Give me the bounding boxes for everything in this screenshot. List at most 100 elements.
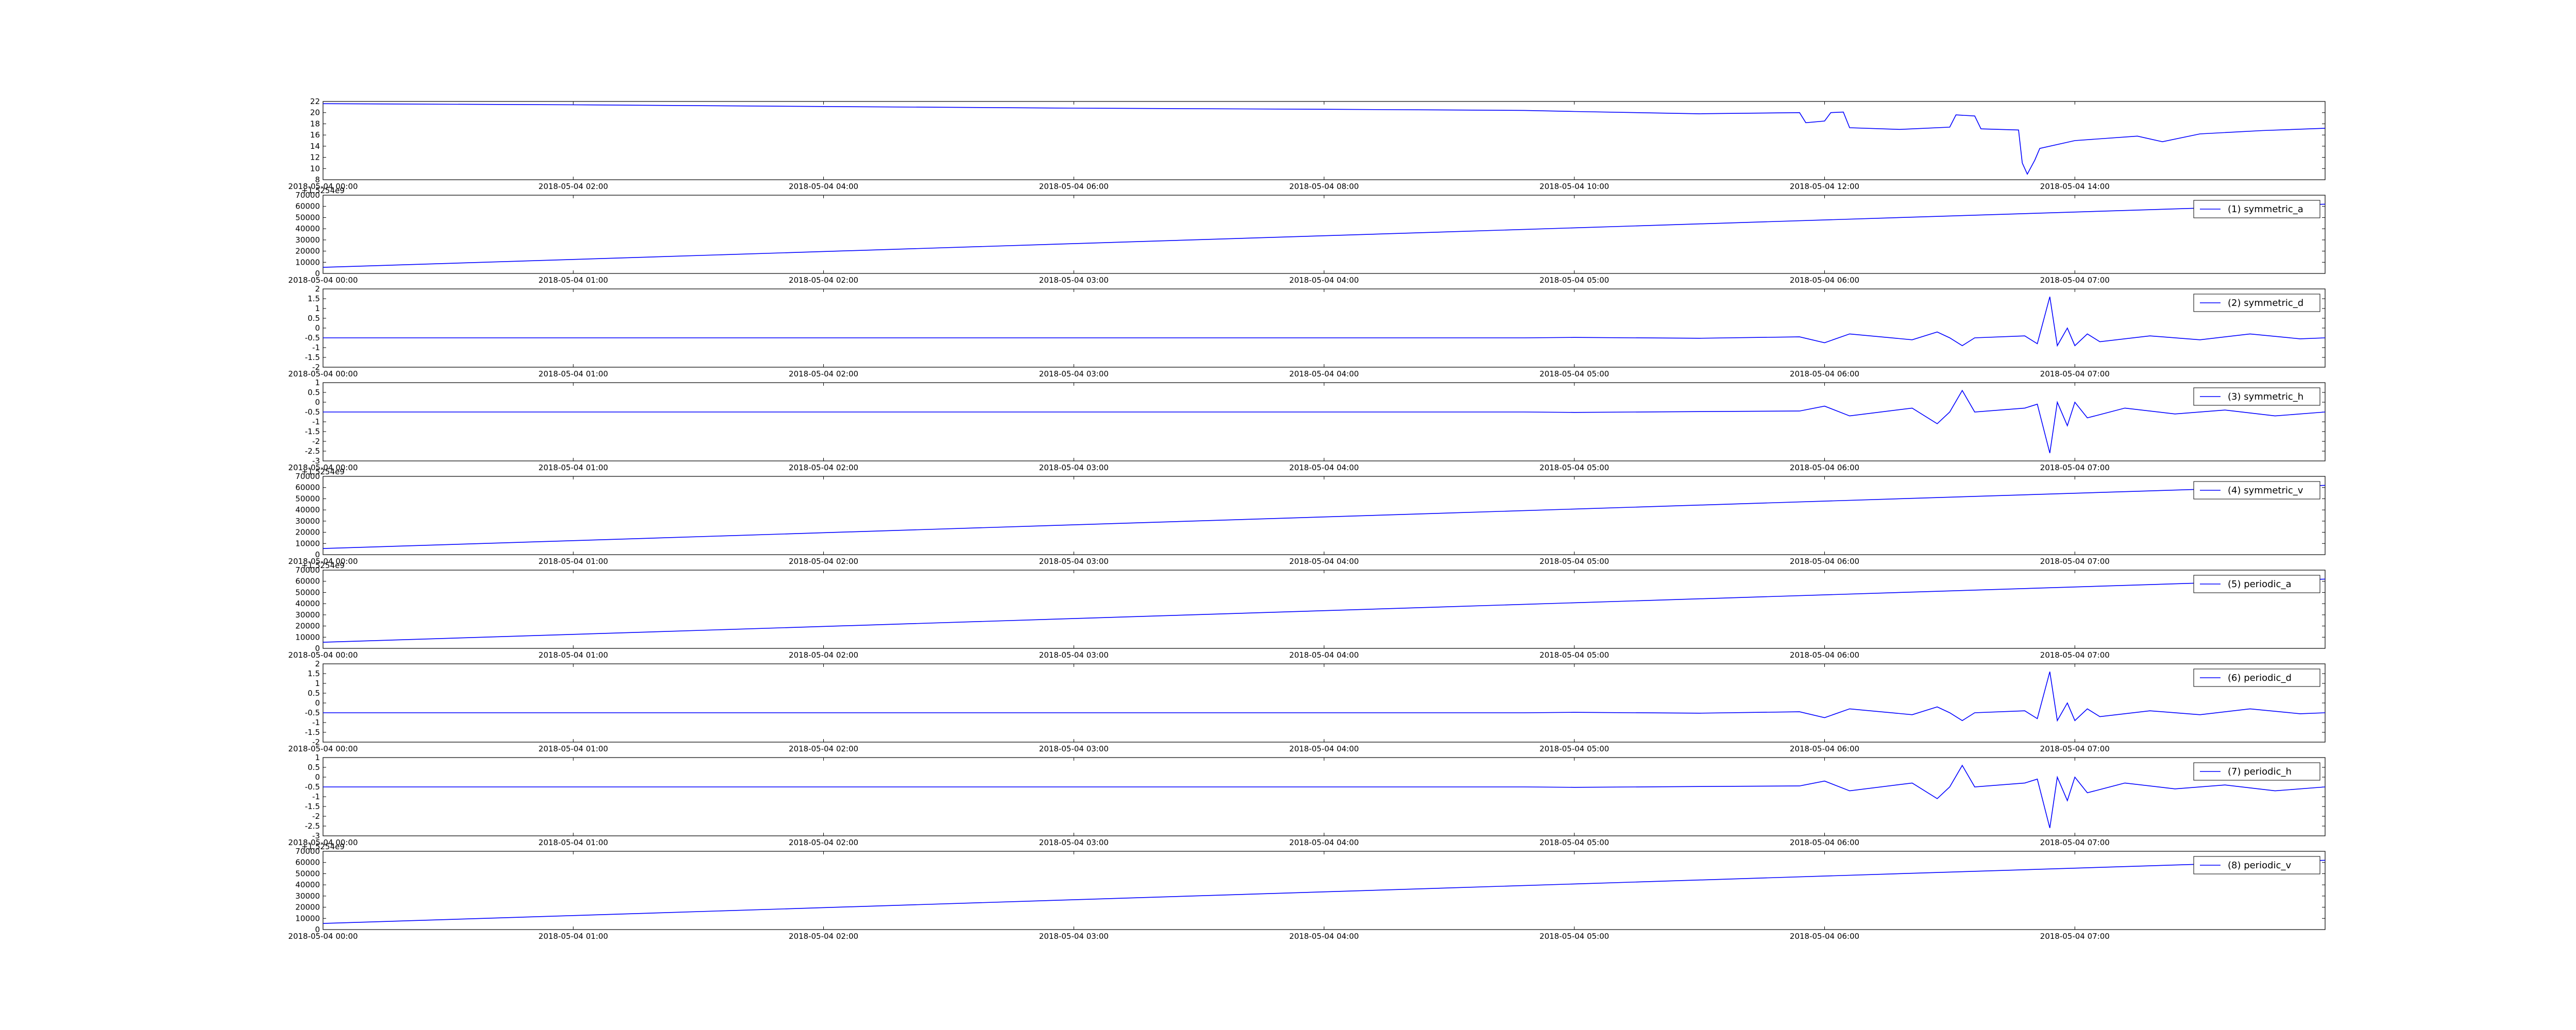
y-tick-label: 60000 [295, 577, 320, 586]
y-tick-label: 40000 [295, 505, 320, 514]
x-tick-label: 2018-05-04 06:00 [1790, 932, 1859, 941]
y-tick-label: 70000 [295, 847, 320, 856]
y-offset-label: +1.5254e9 [301, 467, 345, 476]
x-tick-label: 2018-05-04 07:00 [2040, 369, 2110, 379]
x-tick-label: 2018-05-04 07:00 [2040, 463, 2110, 472]
y-tick-label: 0.5 [308, 388, 320, 397]
x-tick-label: 2018-05-04 01:00 [538, 557, 608, 566]
x-tick-label: 2018-05-04 00:00 [288, 650, 358, 660]
x-tick-label: 2018-05-04 01:00 [538, 463, 608, 472]
legend-label: (6) periodic_d [2228, 673, 2292, 683]
x-tick-label: 2018-05-04 03:00 [1039, 557, 1109, 566]
x-tick-label: 2018-05-04 05:00 [1539, 932, 1609, 941]
legend: (7) periodic_h [2193, 762, 2320, 781]
x-tick-label: 2018-05-04 00:00 [288, 369, 358, 379]
y-tick-label: 20000 [295, 903, 320, 912]
y-offset-label: +1.5254e9 [301, 561, 345, 570]
y-tick-label: -2 [312, 363, 320, 372]
x-tick-label: 2018-05-04 03:00 [1039, 650, 1109, 660]
x-tick-label: 2018-05-04 00:00 [288, 276, 358, 285]
y-tick-label: 14 [310, 142, 320, 151]
y-tick-label: 10000 [295, 914, 320, 923]
series-line [323, 671, 2326, 722]
y-tick-label: 60000 [295, 858, 320, 867]
y-offset-label: +1.5254e9 [301, 842, 345, 851]
x-tick-label: 2018-05-04 03:00 [1039, 463, 1109, 472]
y-tick-label: 20000 [295, 622, 320, 631]
y-tick-label: 20000 [295, 247, 320, 256]
y-tick-label: 50000 [295, 494, 320, 503]
x-tick-label: 2018-05-04 01:00 [538, 838, 608, 847]
legend-label: (8) periodic_v [2228, 860, 2291, 871]
x-tick-label: 2018-05-04 06:00 [1790, 463, 1859, 472]
x-tick-label: 2018-05-04 05:00 [1539, 557, 1609, 566]
x-tick-label: 2018-05-04 02:00 [789, 557, 858, 566]
y-tick-label: 1 [315, 304, 320, 313]
subplot-9: 0100002000030000400005000060000700002018… [288, 842, 2326, 941]
y-tick-label: -0.5 [305, 708, 320, 717]
y-tick-label: 60000 [295, 483, 320, 492]
x-tick-label: 2018-05-04 05:00 [1539, 650, 1609, 660]
y-tick-label: 0.5 [308, 314, 320, 323]
subplot-5: 0100002000030000400005000060000700002018… [288, 467, 2326, 566]
x-tick-label: 2018-05-04 07:00 [2040, 932, 2110, 941]
y-tick-label: 8 [315, 175, 320, 184]
x-tick-label: 2018-05-04 07:00 [2040, 276, 2110, 285]
series-line [323, 578, 2326, 643]
legend: (5) periodic_a [2193, 575, 2320, 593]
legend: (8) periodic_v [2193, 856, 2320, 874]
y-tick-label: 1 [315, 679, 320, 688]
y-tick-label: 30000 [295, 891, 320, 901]
y-tick-label: -1 [312, 718, 320, 727]
y-tick-label: 10000 [295, 258, 320, 267]
x-tick-label: 2018-05-04 06:00 [1790, 369, 1859, 379]
subplot-2: 0100002000030000400005000060000700002018… [288, 186, 2326, 285]
x-tick-label: 2018-05-04 01:00 [538, 276, 608, 285]
y-offset-label: +1.5254e9 [301, 186, 345, 195]
x-tick-label: 2018-05-04 01:00 [538, 744, 608, 753]
x-tick-label: 2018-05-04 02:00 [789, 369, 858, 379]
y-tick-label: 0 [315, 698, 320, 708]
x-tick-label: 2018-05-04 04:00 [1289, 557, 1359, 566]
x-tick-label: 2018-05-04 06:00 [1790, 744, 1859, 753]
subplot-6: 0100002000030000400005000060000700002018… [288, 561, 2326, 660]
legend: (3) symmetric_h [2193, 387, 2320, 406]
y-tick-label: -1.5 [305, 728, 320, 737]
x-tick-label: 2018-05-04 01:00 [538, 650, 608, 660]
y-tick-label: 30000 [295, 235, 320, 245]
series-line [323, 860, 2326, 924]
x-tick-label: 2018-05-04 04:00 [1289, 463, 1359, 472]
y-tick-label: -3 [312, 831, 320, 840]
y-tick-label: 22 [310, 97, 320, 106]
y-tick-label: -3 [312, 456, 320, 466]
y-tick-label: 0.5 [308, 763, 320, 772]
axes-frame [323, 757, 2326, 836]
x-tick-label: 2018-05-04 03:00 [1039, 838, 1109, 847]
y-tick-label: 40000 [295, 224, 320, 233]
x-tick-label: 2018-05-04 01:00 [538, 369, 608, 379]
y-tick-label: -1 [312, 343, 320, 352]
x-tick-label: 2018-05-04 04:00 [1289, 650, 1359, 660]
x-tick-label: 2018-05-04 07:00 [2040, 744, 2110, 753]
y-tick-label: -2 [312, 812, 320, 821]
x-tick-label: 2018-05-04 07:00 [2040, 838, 2110, 847]
y-tick-label: -2.5 [305, 821, 320, 831]
y-tick-label: 50000 [295, 869, 320, 878]
y-tick-label: 40000 [295, 880, 320, 889]
y-tick-label: 60000 [295, 202, 320, 211]
y-tick-label: -1.5 [305, 427, 320, 436]
series-line [323, 764, 2326, 828]
x-tick-label: 2018-05-04 07:00 [2040, 557, 2110, 566]
series-line [323, 389, 2326, 453]
legend: (2) symmetric_d [2193, 294, 2320, 312]
x-tick-label: 2018-05-04 01:00 [538, 932, 608, 941]
x-tick-label: 2018-05-04 05:00 [1539, 744, 1609, 753]
axes-frame [323, 195, 2326, 274]
x-tick-label: 2018-05-04 03:00 [1039, 276, 1109, 285]
x-tick-label: 2018-05-04 04:00 [1289, 276, 1359, 285]
y-tick-label: -0.5 [305, 782, 320, 792]
